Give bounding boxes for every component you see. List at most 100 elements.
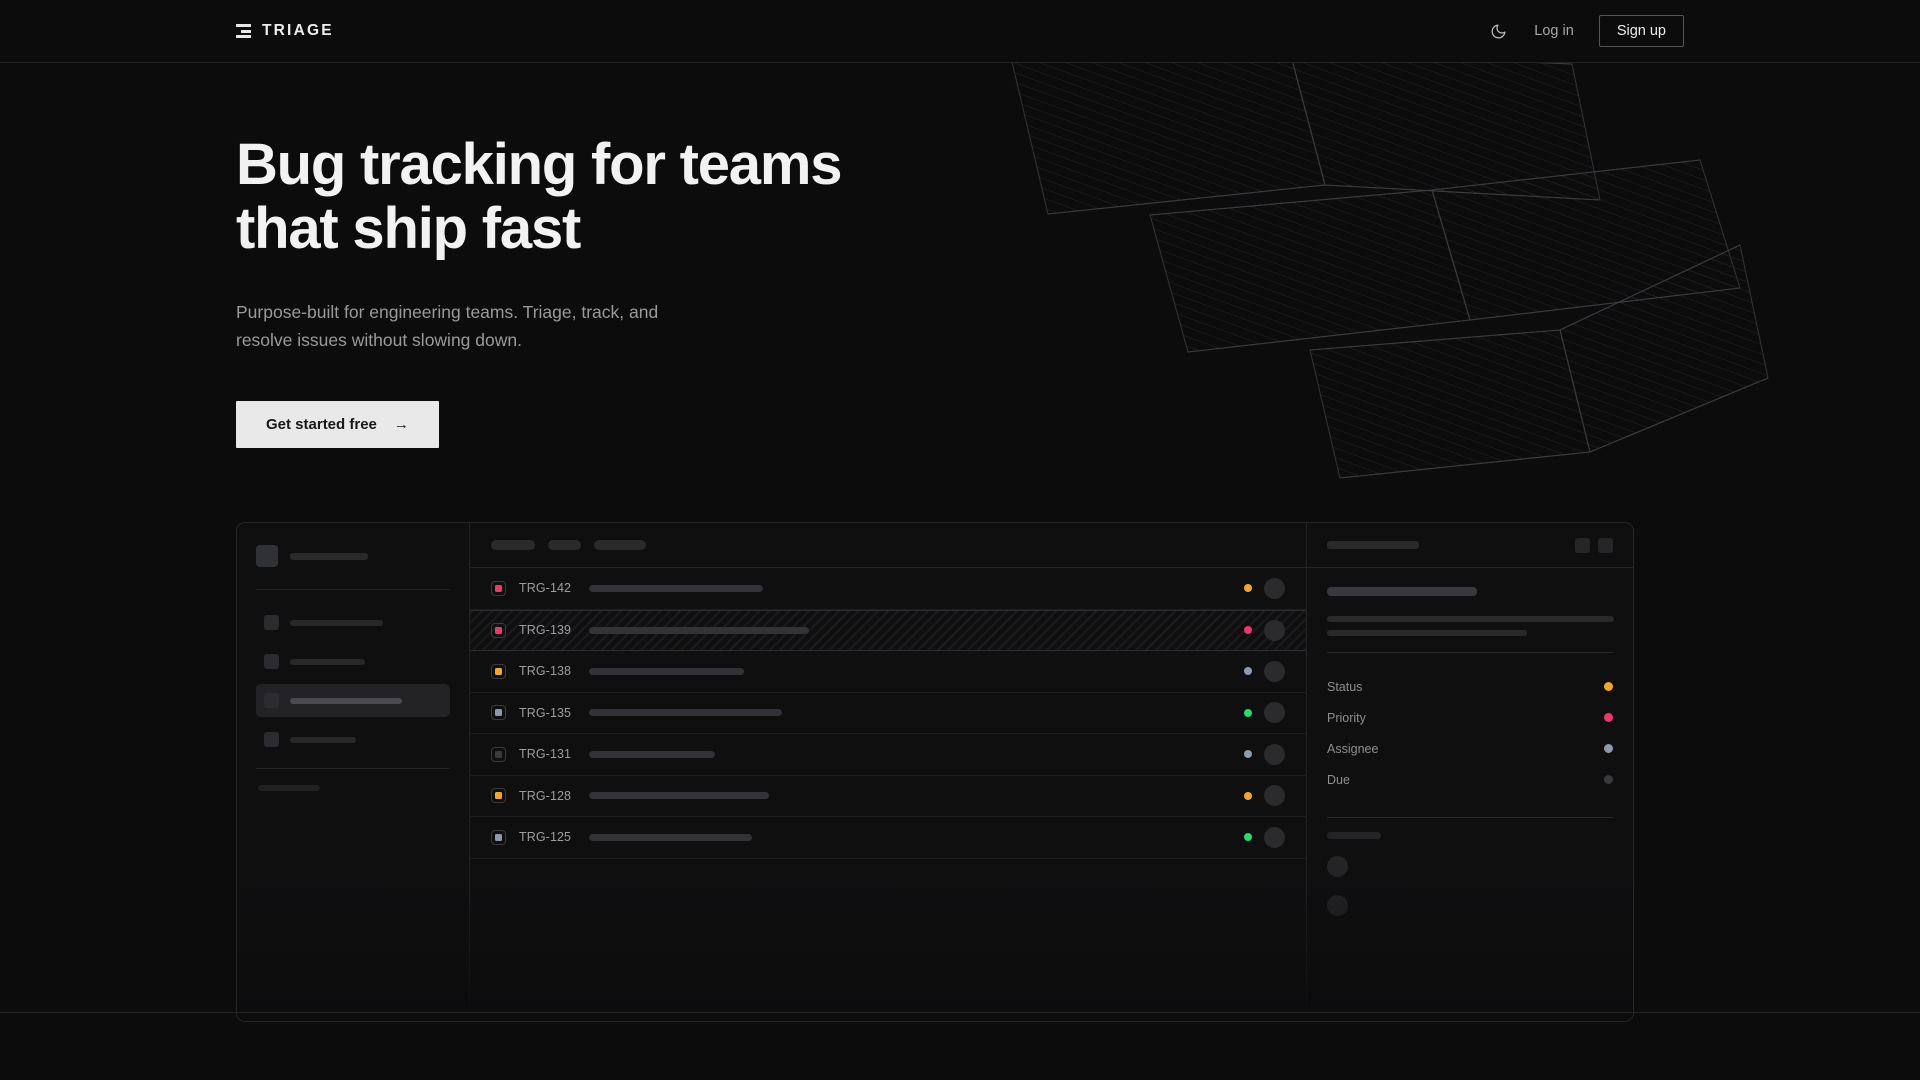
detail-meta-status[interactable]: Status: [1327, 671, 1613, 702]
issue-title-placeholder: [589, 709, 782, 717]
stacked-bars-icon: [236, 24, 251, 38]
avatar: [1264, 743, 1285, 765]
sidebar-section-label-placeholder: [258, 785, 320, 791]
detail-desc-line-0: [1327, 616, 1614, 622]
issue-id: TRG-125: [519, 830, 572, 845]
detail-meta-value-dot: [1604, 713, 1613, 722]
priority-icon: [491, 788, 506, 804]
issue-id: TRG-135: [519, 705, 572, 720]
detail-meta-label: Status: [1327, 679, 1363, 694]
table-row[interactable]: TRG-131: [470, 734, 1306, 776]
detail-divider: [1327, 652, 1613, 653]
page-title: Bug tracking for teams that ship fast: [236, 132, 842, 262]
priority-icon: [491, 622, 506, 638]
detail-meta-due[interactable]: Due: [1327, 764, 1613, 795]
sidebar-item-label-placeholder: [290, 736, 356, 743]
table-row[interactable]: TRG-142: [470, 568, 1306, 610]
row-meta: [1244, 826, 1285, 848]
row-meta: [1244, 577, 1285, 599]
detail-header-actions: [1575, 537, 1613, 553]
row-meta: [1244, 743, 1285, 765]
table-row[interactable]: TRG-138: [470, 651, 1306, 693]
brand-name: TRIAGE: [262, 22, 334, 39]
detail-action-button-1[interactable]: [1598, 537, 1613, 553]
table-row[interactable]: TRG-128: [470, 776, 1306, 817]
status-badge: [1244, 584, 1252, 593]
detail-meta-assignee[interactable]: Assignee: [1327, 733, 1613, 764]
moon-icon[interactable]: [1487, 20, 1509, 42]
cta-label: Get started free: [266, 416, 377, 434]
priority-icon: [491, 829, 506, 845]
avatar: [1264, 826, 1285, 848]
get-started-button[interactable]: Get started free →: [236, 401, 439, 449]
avatar: [1264, 660, 1285, 682]
issue-id: TRG-138: [519, 664, 572, 679]
mock-filter-toolbar: [470, 523, 1306, 568]
mock-sidebar-logo: [256, 545, 450, 567]
filter-chip-2[interactable]: [594, 540, 646, 550]
filter-chip-0[interactable]: [491, 540, 535, 550]
status-badge: [1244, 833, 1252, 842]
detail-meta-label: Assignee: [1327, 741, 1379, 756]
brand-logo[interactable]: TRIAGE: [236, 22, 334, 40]
issue-title-placeholder: [589, 584, 763, 592]
login-link[interactable]: Log in: [1534, 23, 1574, 39]
hero-subhead: Purpose-built for engineering teams. Tri…: [236, 301, 659, 351]
sidebar-item-0[interactable]: [256, 606, 450, 639]
page-section-divider: [0, 1012, 1920, 1013]
issue-title-placeholder: [589, 833, 752, 841]
mock-sidebar: [237, 523, 470, 1021]
site-header: TRIAGE Log in Sign up: [0, 0, 1920, 63]
sidebar-item-3[interactable]: [256, 723, 450, 756]
status-badge: [1244, 791, 1252, 800]
arrow-right-icon: →: [393, 416, 409, 434]
table-row[interactable]: TRG-135: [470, 693, 1306, 734]
avatar: [1264, 619, 1285, 641]
row-meta: [1244, 660, 1285, 682]
sidebar-sub-item-0[interactable]: [256, 811, 450, 825]
sidebar-sub-item-1[interactable]: [256, 840, 450, 854]
sidebar-item-2[interactable]: [256, 684, 450, 717]
issue-title-placeholder: [589, 750, 715, 758]
row-meta: [1244, 619, 1285, 641]
sidebar-sub-item-2[interactable]: [256, 869, 450, 883]
sidebar-divider-bottom: [256, 768, 450, 769]
detail-activity-list: [1327, 856, 1613, 916]
issue-title-placeholder: [589, 626, 809, 634]
workspace-avatar-placeholder: [256, 545, 278, 567]
table-row[interactable]: TRG-125: [470, 817, 1306, 859]
table-row[interactable]: TRG-139: [470, 609, 1306, 651]
activity-avatar-1: [1327, 895, 1348, 916]
filter-chip-1[interactable]: [548, 540, 581, 550]
workspace-name-placeholder: [290, 552, 368, 560]
detail-breadcrumb-placeholder: [1327, 541, 1419, 549]
hero-section: Bug tracking for teams that ship fast Pu…: [0, 63, 1920, 449]
sidebar-item-1[interactable]: [256, 645, 450, 678]
status-badge: [1244, 750, 1252, 759]
row-meta: [1244, 702, 1285, 724]
sidebar-divider-top: [256, 589, 450, 590]
signup-button[interactable]: Sign up: [1598, 15, 1684, 47]
detail-action-button-0[interactable]: [1575, 537, 1590, 553]
avatar: [1264, 702, 1285, 724]
avatar: [1264, 785, 1285, 807]
issue-id: TRG-128: [519, 788, 572, 803]
priority-icon: [491, 580, 506, 596]
issue-id: TRG-142: [519, 581, 572, 596]
header-actions: Log in Sign up: [1487, 15, 1684, 47]
detail-meta-priority[interactable]: Priority: [1327, 702, 1613, 733]
detail-activity-label-placeholder: [1327, 832, 1381, 839]
sidebar-item-icon: [264, 732, 279, 747]
sidebar-item-label-placeholder: [290, 697, 402, 704]
issue-title-placeholder: [589, 792, 769, 800]
detail-meta-label: Due: [1327, 772, 1350, 787]
status-badge: [1244, 626, 1252, 635]
sidebar-item-icon: [264, 693, 279, 708]
sidebar-item-label-placeholder: [290, 619, 383, 626]
sidebar-item-icon: [264, 615, 279, 630]
